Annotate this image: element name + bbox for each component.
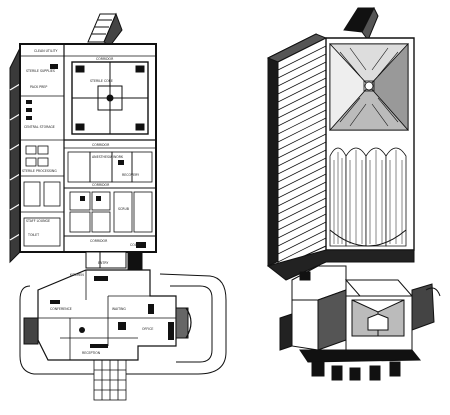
axo-tower-front <box>277 37 327 269</box>
plan-site-boundary <box>19 273 227 375</box>
plan-tower-outline <box>19 43 157 253</box>
label-staff-lounge: STAFF LOUNGE <box>26 219 50 223</box>
label-kitchen: KITCHEN <box>70 273 84 277</box>
label-court: COURT <box>130 243 141 247</box>
label-clean-utility: CLEAN UTILITY <box>34 49 57 53</box>
axo-skylight <box>329 42 409 132</box>
label-scrub: SCRUB <box>118 207 129 211</box>
axo-chimney <box>343 6 379 41</box>
plan-stair-tower <box>87 12 123 47</box>
plan-sterile-core <box>71 61 149 135</box>
label-sterile-core: STERILE CORE <box>90 79 113 83</box>
plan-link <box>85 251 143 271</box>
axo-house <box>279 265 441 381</box>
label-toilet: TOILET <box>27 233 39 237</box>
plan-house <box>37 269 177 361</box>
label-corridor-mid: CORRIDOR <box>92 143 110 147</box>
plan-walkway <box>93 359 127 401</box>
label-central-storage: CENTRAL STORAGE <box>24 125 55 129</box>
label-corridor-low: CORRIDOR <box>92 183 110 187</box>
label-conference: CONFERENCE <box>50 307 72 311</box>
label-sterile-supplies: STERILE SUPPLIES <box>26 69 55 73</box>
label-corridor-bottom: CORRIDOR <box>90 239 108 243</box>
label-office: OFFICE <box>142 327 153 331</box>
label-entry: ENTRY <box>98 261 108 265</box>
label-pack-prep: PACK PREP <box>30 85 47 89</box>
label-waiting: WAITING <box>112 307 126 311</box>
plan-lower-rooms <box>23 145 153 247</box>
label-corridor-top: CORRIDOR <box>96 57 114 61</box>
label-reception: RECEPTION <box>82 351 101 355</box>
plan-furniture <box>50 276 174 348</box>
axo-vaults <box>329 147 407 247</box>
plan-house-wings <box>23 307 192 345</box>
label-anesthesia: ANESTHESIA WORK <box>92 155 124 159</box>
axo-base <box>266 249 415 281</box>
plan-labels: CLEAN UTILITY CORRIDOR STERILE SUPPLIES … <box>22 49 153 355</box>
label-sterile-processing: STERILE PROCESSING <box>22 169 57 173</box>
label-recovery: RECOVERY <box>122 173 139 177</box>
plan-fixtures <box>26 64 146 248</box>
plan-side-wall <box>9 47 21 264</box>
